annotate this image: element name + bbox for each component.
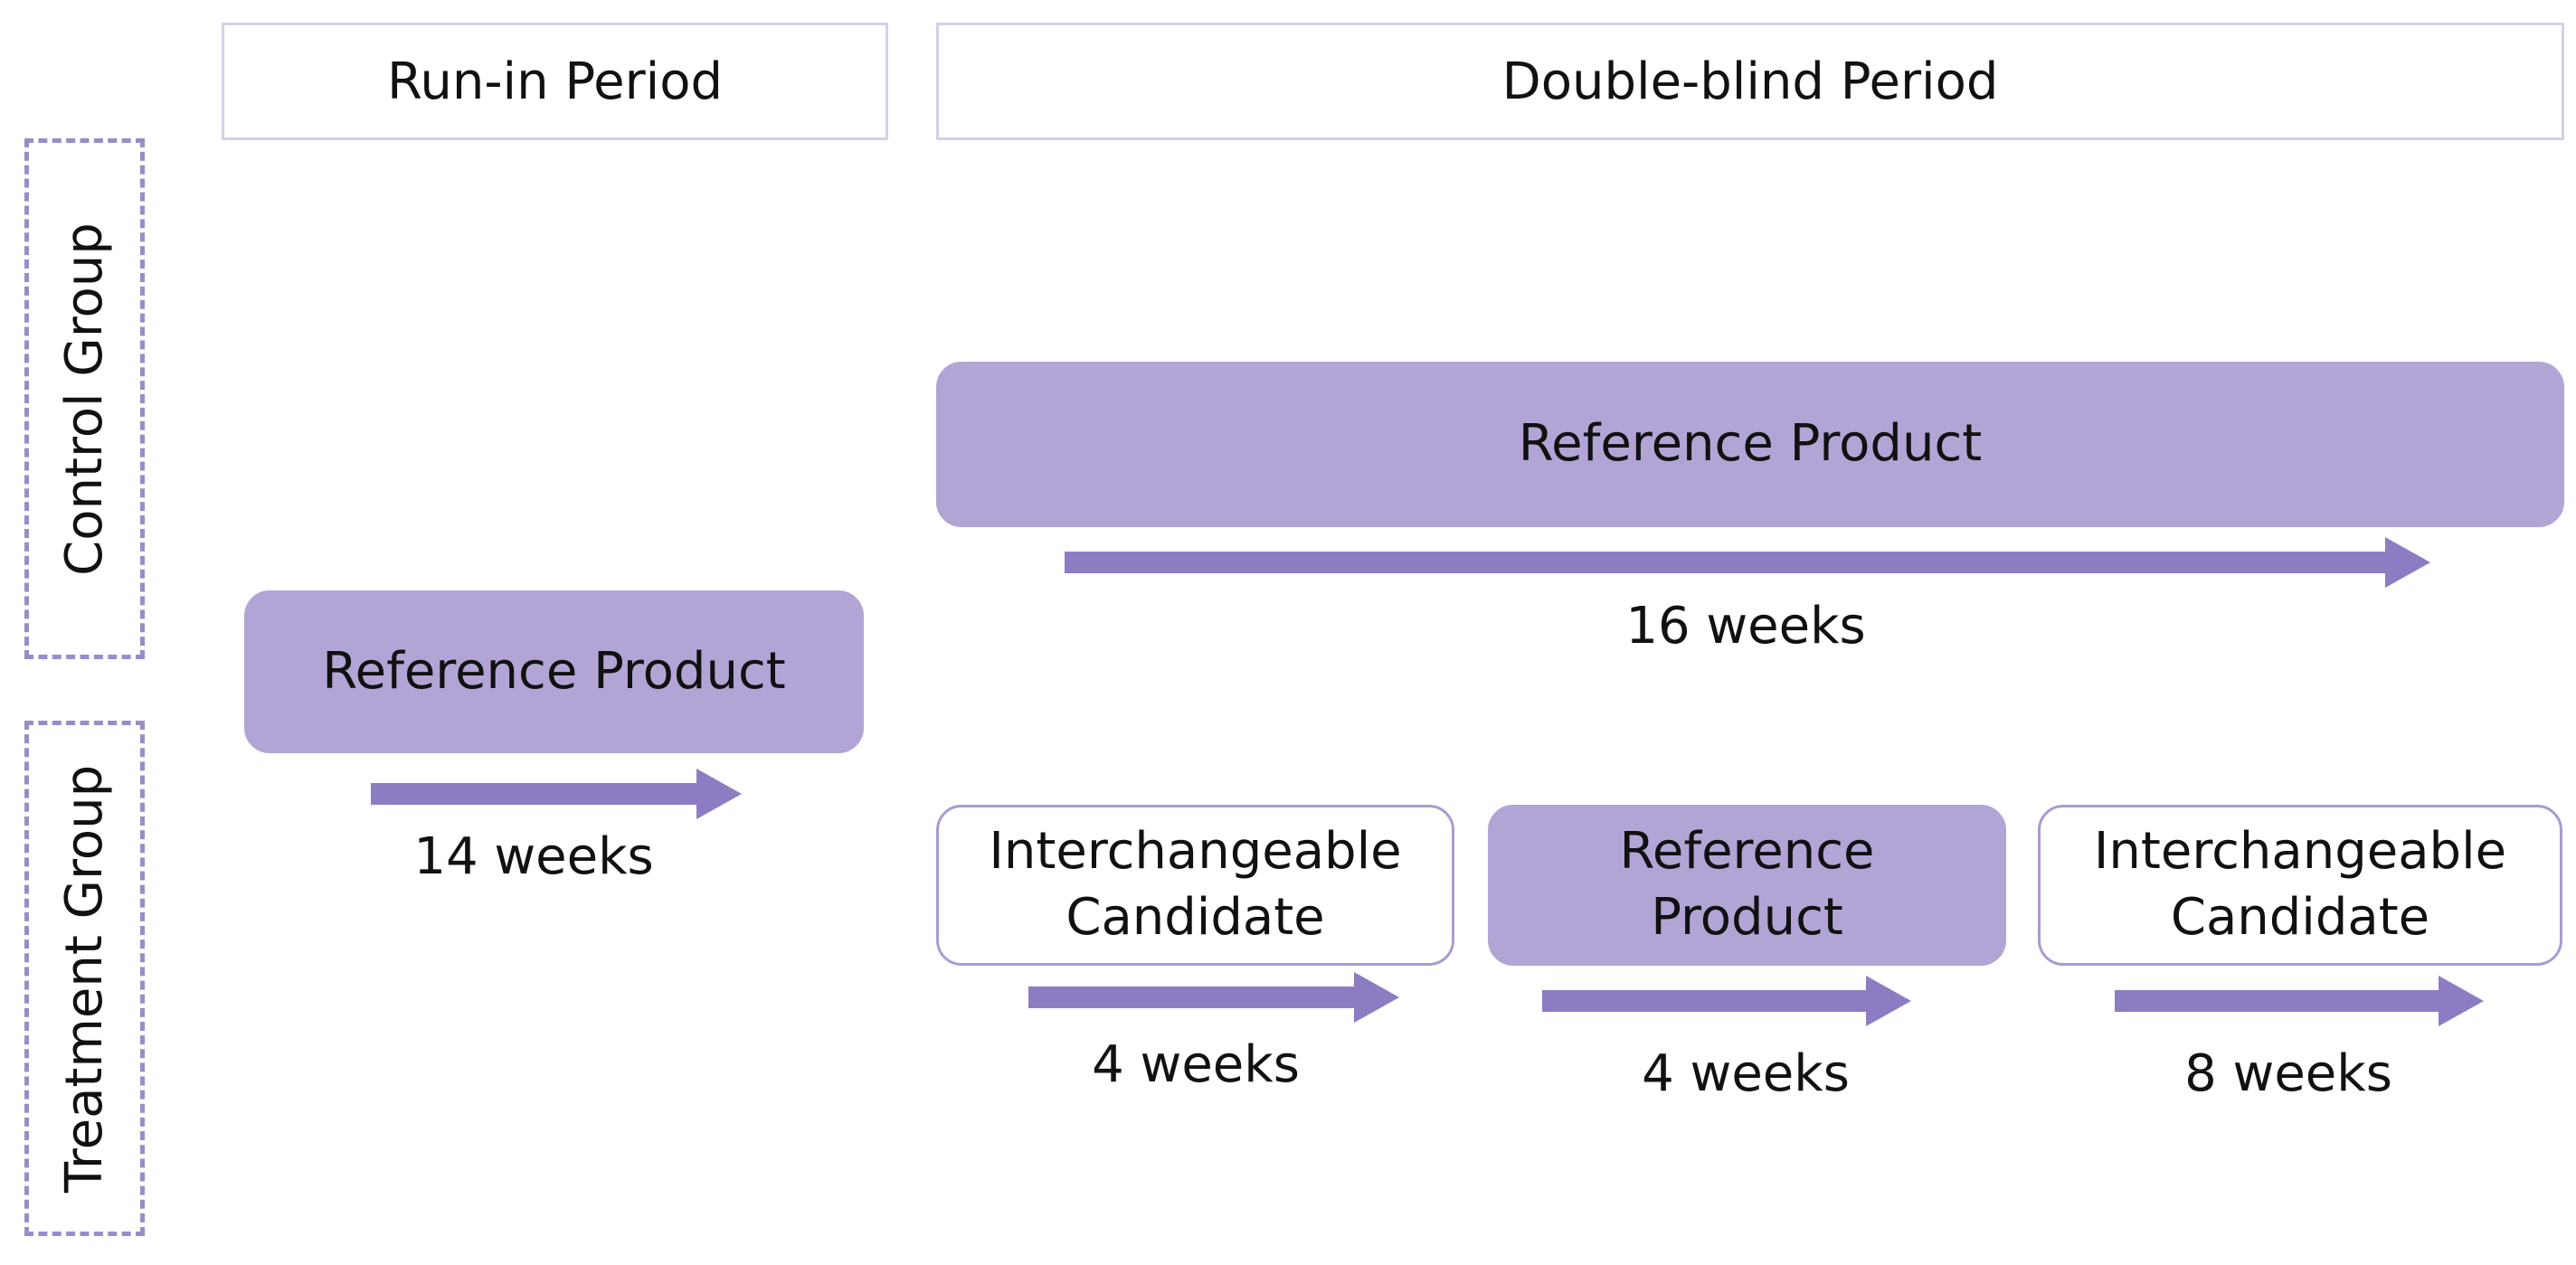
treatment-group-label-box: Treatment Group [24,721,145,1236]
treatment-phase-1-arrow [1028,972,1399,1023]
control-reference-product-label: Reference Product [1518,414,1983,474]
run-in-duration-label: 14 weeks [413,827,654,886]
double-blind-period-header: Double-blind Period [936,23,2564,140]
treatment-phase-3-label: Interchangeable Candidate [2093,822,2507,947]
run-in-duration-arrow [371,769,742,819]
run-in-reference-product-box: Reference Product [244,590,864,753]
double-blind-period-label: Double-blind Period [1501,52,1999,111]
treatment-phase-1-duration: 4 weeks [1092,1035,1300,1094]
treatment-phase-3-duration: 8 weeks [2184,1044,2392,1103]
treatment-phase-2-arrow [1542,976,1911,1026]
treatment-phase-1-label: Interchangeable Candidate [989,822,1402,947]
treatment-phase-3-arrow [2115,976,2484,1026]
control-group-label: Control Group [55,222,114,576]
treatment-phase-1-box: Interchangeable Candidate [936,805,1454,966]
run-in-period-label: Run-in Period [386,52,724,111]
treatment-phase-2-label: Reference Product [1619,822,1875,947]
treatment-phase-2-duration: 4 weeks [1642,1044,1850,1103]
control-reference-product-box: Reference Product [936,362,2564,527]
treatment-phase-3-box: Interchangeable Candidate [2038,805,2562,966]
control-duration-arrow [1065,537,2430,588]
treatment-group-label: Treatment Group [55,764,114,1193]
run-in-reference-product-label: Reference Product [322,641,786,701]
control-duration-label: 16 weeks [1625,597,1866,656]
treatment-phase-2-box: Reference Product [1488,805,2006,966]
control-group-label-box: Control Group [24,138,145,659]
run-in-period-header: Run-in Period [222,23,888,140]
